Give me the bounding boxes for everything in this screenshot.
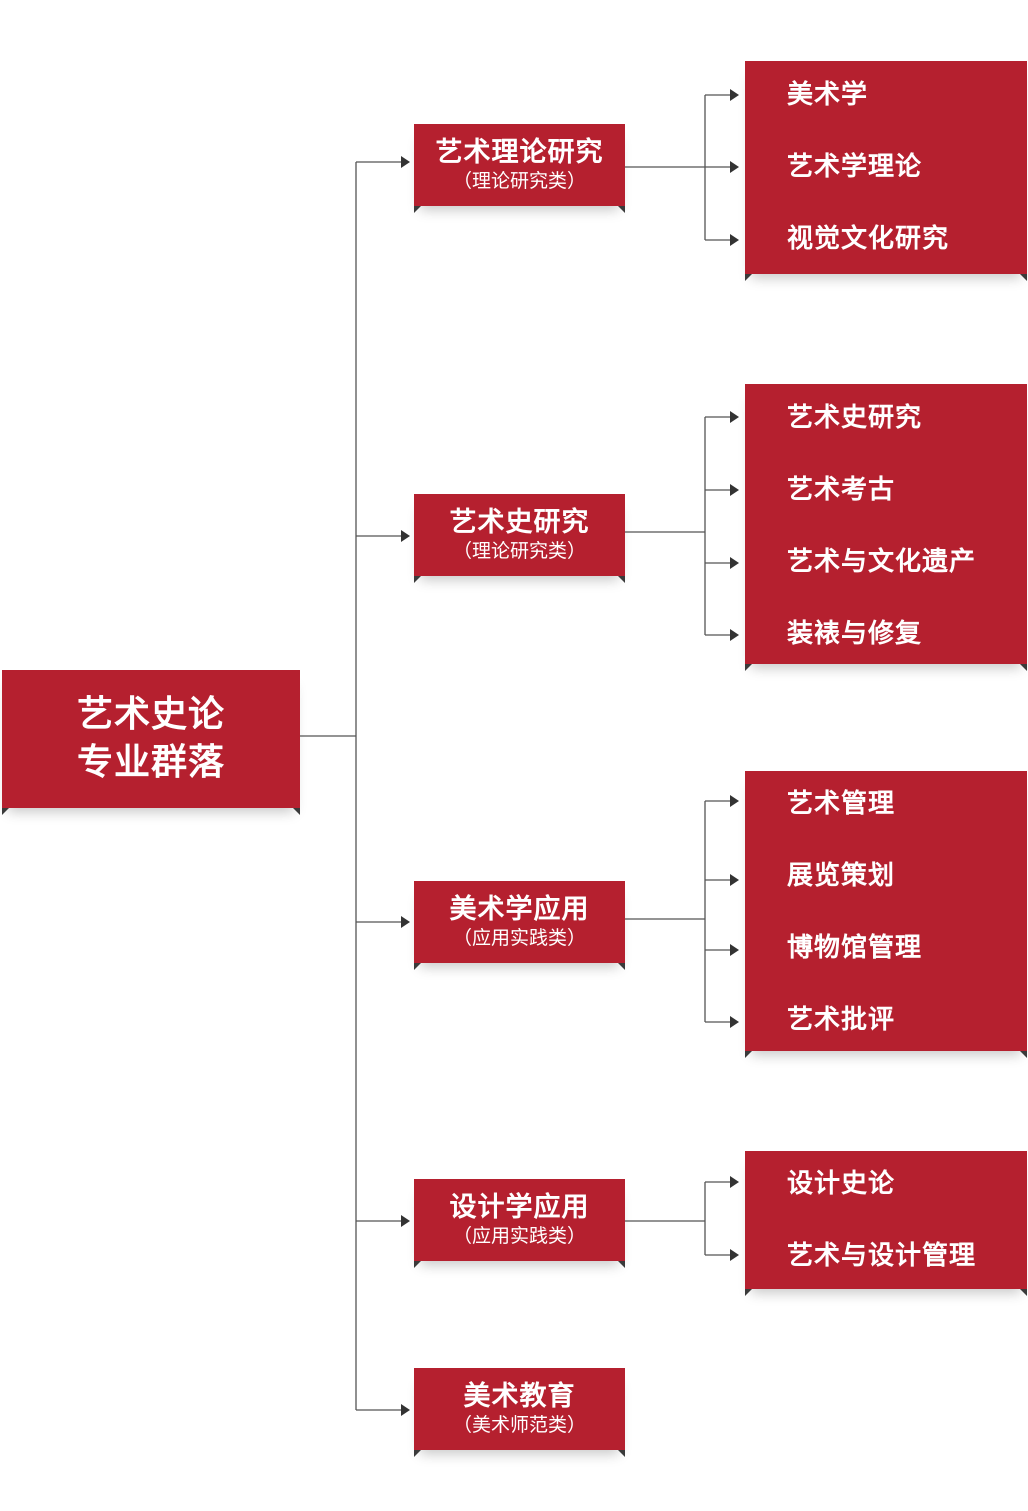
arrowhead-icon — [730, 1176, 739, 1188]
leaf-item: 艺术学理论 — [787, 152, 923, 182]
category-subtitle: （应用实践类） — [452, 1225, 586, 1247]
category-subtitle: （理论研究类） — [452, 540, 586, 562]
category-name: 设计学应用 — [449, 1192, 590, 1223]
leaf-item: 艺术管理 — [787, 789, 896, 819]
arrowhead-icon — [730, 484, 739, 496]
category-name: 艺术理论研究 — [435, 137, 604, 168]
category-subtitle: （理论研究类） — [452, 170, 586, 192]
arrowhead-icon — [730, 234, 739, 246]
arrowhead-icon — [730, 874, 739, 886]
arrowhead-icon — [401, 1404, 410, 1416]
arrowhead-icon — [730, 795, 739, 807]
leaf-group-art-theory: 美术学 艺术学理论 视觉文化研究 — [745, 61, 1027, 281]
arrowhead-icon — [730, 629, 739, 641]
leaf-group-design-application: 设计史论 艺术与设计管理 — [745, 1151, 1027, 1296]
category-node-design-application: 设计学应用 （应用实践类） — [414, 1179, 625, 1268]
leaf-item: 设计史论 — [787, 1169, 896, 1199]
category-subtitle: （应用实践类） — [452, 927, 586, 949]
root-title-line2: 专业群落 — [76, 742, 225, 783]
leaf-item: 美术学 — [787, 80, 869, 110]
category-name: 美术教育 — [463, 1381, 576, 1412]
category-node-art-education: 美术教育 （美术师范类） — [414, 1368, 625, 1457]
category-name: 美术学应用 — [449, 894, 590, 925]
root-node: 艺术史论 专业群落 — [2, 670, 300, 815]
arrowhead-icon — [730, 411, 739, 423]
category-node-art-theory: 艺术理论研究 （理论研究类） — [414, 124, 625, 213]
arrowhead-icon — [401, 156, 410, 168]
category-subtitle: （美术师范类） — [452, 1414, 586, 1436]
leaf-item: 装裱与修复 — [787, 619, 923, 649]
root-title-line1: 艺术史论 — [76, 694, 225, 735]
arrowhead-icon — [730, 557, 739, 569]
arrowhead-icon — [401, 1215, 410, 1227]
category-node-fine-arts-application: 美术学应用 （应用实践类） — [414, 881, 625, 970]
leaf-item: 视觉文化研究 — [787, 224, 950, 254]
leaf-item: 艺术考古 — [787, 475, 896, 505]
leaf-group-art-history: 艺术史研究 艺术考古 艺术与文化遗产 装裱与修复 — [745, 384, 1027, 671]
arrowhead-icon — [730, 944, 739, 956]
arrowhead-icon — [401, 530, 410, 542]
arrowhead-icon — [730, 1249, 739, 1261]
leaf-group-fine-arts-application: 艺术管理 展览策划 博物馆管理 艺术批评 — [745, 771, 1027, 1058]
arrowhead-icon — [730, 1016, 739, 1028]
category-node-art-history: 艺术史研究 （理论研究类） — [414, 494, 625, 583]
leaf-item: 艺术与文化遗产 — [787, 547, 977, 577]
leaf-item: 艺术与设计管理 — [787, 1241, 977, 1271]
arrowhead-icon — [730, 161, 739, 173]
leaf-item: 艺术批评 — [787, 1005, 896, 1035]
category-name: 艺术史研究 — [449, 507, 590, 538]
leaf-item: 艺术史研究 — [787, 403, 923, 433]
arrowhead-icon — [730, 89, 739, 101]
arrowhead-icon — [401, 916, 410, 928]
leaf-item: 展览策划 — [787, 861, 896, 891]
leaf-item: 博物馆管理 — [787, 933, 923, 963]
